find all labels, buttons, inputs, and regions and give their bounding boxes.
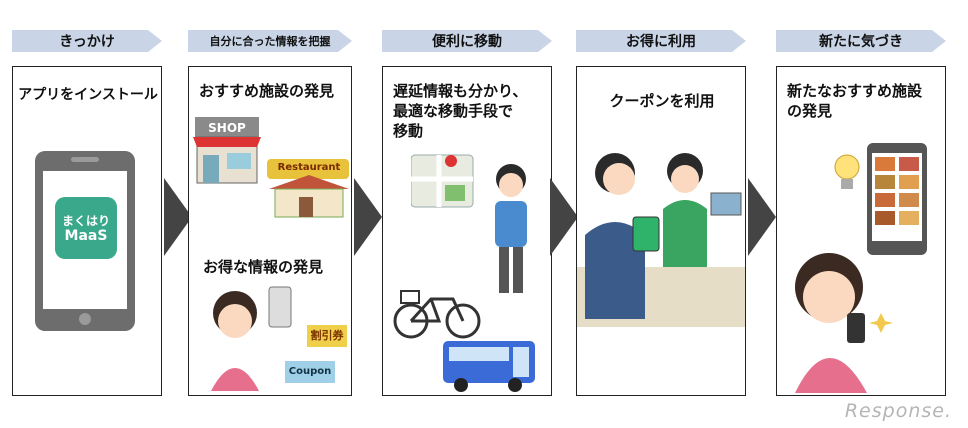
- step-header-1: きっかけ: [12, 30, 162, 52]
- panel-move-title-l3: 移動: [393, 122, 424, 140]
- panel-discover: 新たなおすすめ施設 の発見: [776, 66, 946, 396]
- panel-discover-title-l1: 新たなおすすめ施設: [787, 82, 923, 100]
- response-watermark: Response.: [844, 400, 952, 422]
- shop-restaurant-illustration: [193, 117, 349, 218]
- bus-illustration: [443, 341, 535, 392]
- panel-info-title-top: おすすめ施設の発見: [199, 82, 335, 100]
- coupon-en-label: Coupon: [288, 366, 332, 377]
- flow-arrow-4: [748, 178, 776, 256]
- map-icon: [411, 154, 474, 208]
- phone-illustration: [35, 151, 135, 331]
- flow-arrow-2: [354, 178, 382, 256]
- panel-discover-title-l2: の発見: [787, 102, 833, 120]
- panel-info-title-bottom: お得な情報の発見: [203, 258, 324, 276]
- man-phone-illustration: [495, 164, 527, 293]
- checkout-illustration: [577, 153, 745, 327]
- panel-move: 遅延情報も分かり、 最適な移動手段で 移動: [382, 66, 552, 396]
- step-header-2: 自分に合った情報を把握: [188, 30, 352, 52]
- restaurant-sign: Restaurant: [277, 162, 341, 173]
- phone-listing-illustration: [867, 143, 927, 255]
- panel-coupon-title: クーポンを利用: [609, 92, 715, 110]
- shop-sign: SHOP: [208, 121, 246, 135]
- step-header-5: 新たに気づき: [776, 30, 946, 52]
- coupon-jp-ticket: 割引券: [307, 325, 347, 347]
- lightbulb-icon: [834, 154, 860, 189]
- woman-phone-illustration: [211, 286, 292, 391]
- flow-arrow-3: [550, 178, 578, 256]
- panel-install-title: アプリをインストール: [18, 87, 158, 103]
- panel-info: おすすめ施設の発見 SHOP Restaurant お得な情報の発見 割引券 C…: [188, 66, 352, 396]
- panel-move-title-l2: 最適な移動手段で: [393, 102, 514, 120]
- coupon-en-ticket: Coupon: [285, 361, 335, 383]
- app-label-line1: まくはり: [61, 214, 110, 228]
- step-header-3: 便利に移動: [382, 30, 552, 52]
- coupon-jp-label: 割引券: [310, 329, 344, 342]
- step-header-4: お得に利用: [576, 30, 746, 52]
- panel-move-title-l1: 遅延情報も分かり、: [393, 82, 528, 100]
- bicycle-illustration: [393, 290, 481, 339]
- panel-coupon: クーポンを利用: [576, 66, 746, 396]
- panel-install: アプリをインストール まくはり MaaS: [12, 66, 162, 396]
- woman-discover-illustration: [795, 253, 893, 393]
- app-label-line2: MaaS: [64, 228, 108, 244]
